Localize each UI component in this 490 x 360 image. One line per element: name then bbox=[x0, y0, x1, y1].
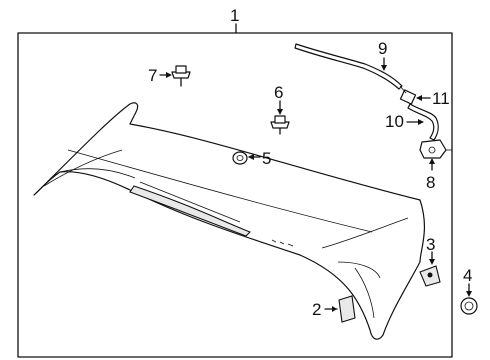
clip-part-3 bbox=[419, 251, 441, 287]
callout-9: 9 bbox=[378, 39, 388, 58]
callout-1: 1 bbox=[230, 6, 240, 25]
bolt-part-6 bbox=[270, 100, 290, 135]
hose-part-10 bbox=[406, 103, 439, 141]
callout-3: 3 bbox=[426, 235, 436, 254]
grommet-part-4 bbox=[460, 283, 478, 315]
callout-6: 6 bbox=[274, 83, 284, 102]
fastener-part-7 bbox=[159, 65, 191, 87]
pad-part-2 bbox=[324, 295, 356, 323]
callout-2: 2 bbox=[312, 300, 322, 319]
spoiler-assembly bbox=[33, 102, 426, 340]
nozzle-part-8 bbox=[419, 139, 452, 171]
hose-part-9 bbox=[294, 43, 403, 90]
callout-11: 11 bbox=[432, 89, 450, 108]
callout-4: 4 bbox=[463, 266, 473, 285]
callout-5: 5 bbox=[262, 149, 272, 168]
callout-10: 10 bbox=[385, 112, 404, 131]
connector-part-11 bbox=[399, 85, 431, 105]
assembly-frame bbox=[17, 32, 453, 358]
callout-8: 8 bbox=[426, 173, 436, 192]
nut-part-5 bbox=[232, 151, 261, 165]
callout-7: 7 bbox=[148, 66, 158, 85]
